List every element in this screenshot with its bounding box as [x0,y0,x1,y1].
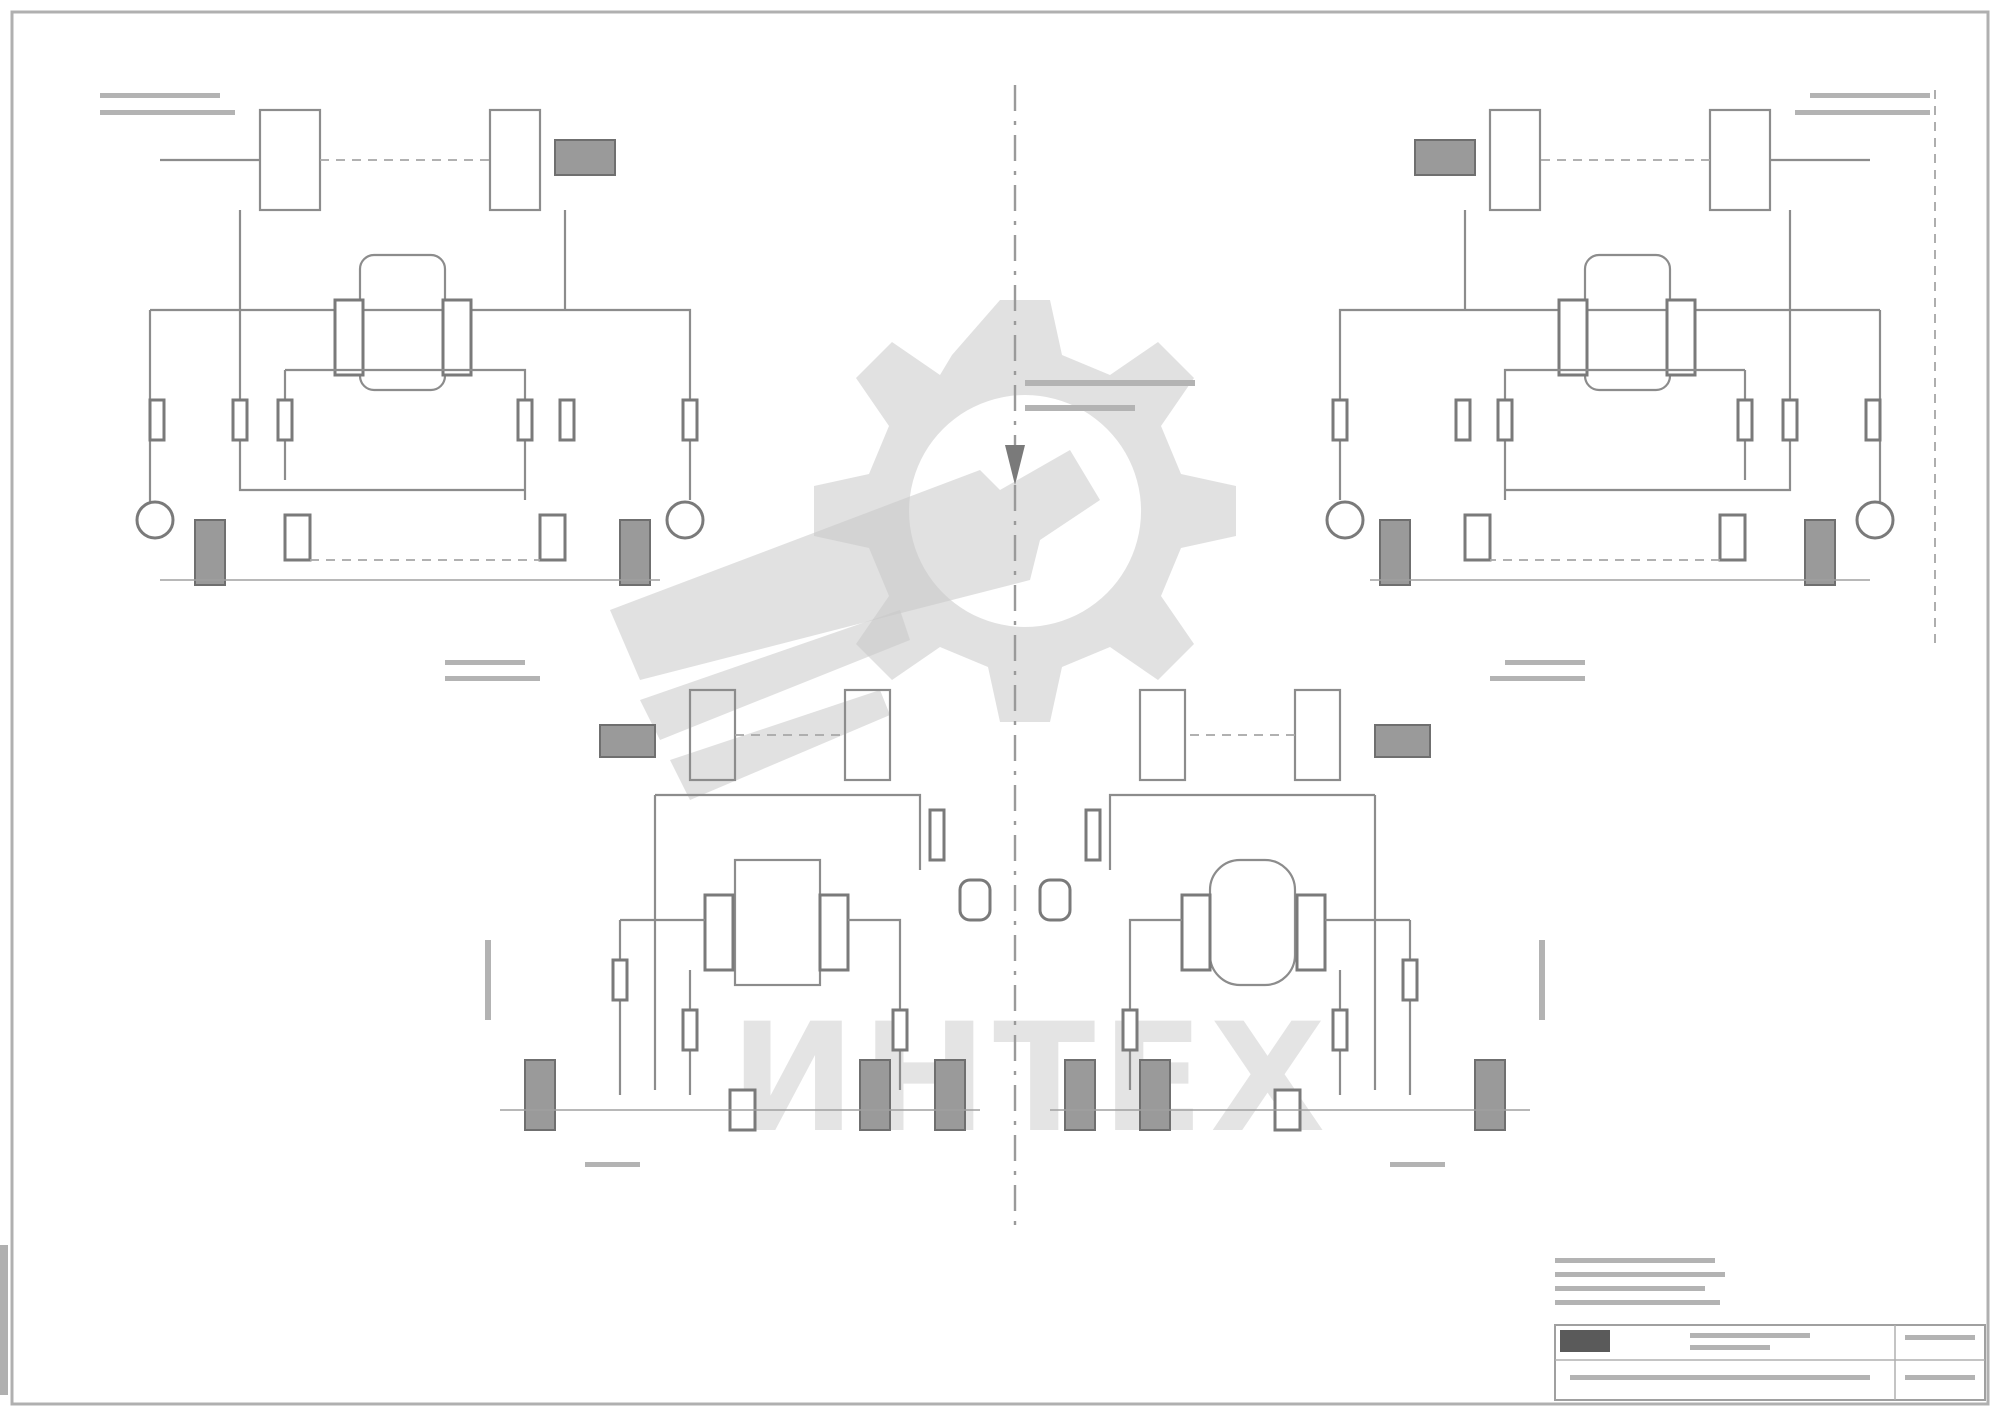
pressure-gauge-icon [599,724,656,758]
circuit-bottom-left [445,660,992,1167]
watermark-text: ИНТЕХ [730,992,1332,1166]
distributor-body [733,858,822,987]
drawing-frame [10,10,1990,1406]
center-note [1025,380,1195,411]
valve-block [488,108,542,212]
circuit-bottom-right [1038,660,1585,1167]
section-arrow [1005,445,1025,485]
pump-icon [665,500,705,540]
valve-block [258,108,322,212]
pressure-gauge-icon [554,139,616,176]
pump-icon [135,500,175,540]
watermark-logo: ИНТЕХ [610,300,1332,1166]
margin-stamp [0,1245,8,1395]
wrench-icon [610,450,1100,680]
circuit-top-right [1325,93,1930,586]
circuit-top-left [100,93,705,586]
title-block [1554,1258,1986,1401]
title-block-logo [1560,1330,1610,1352]
